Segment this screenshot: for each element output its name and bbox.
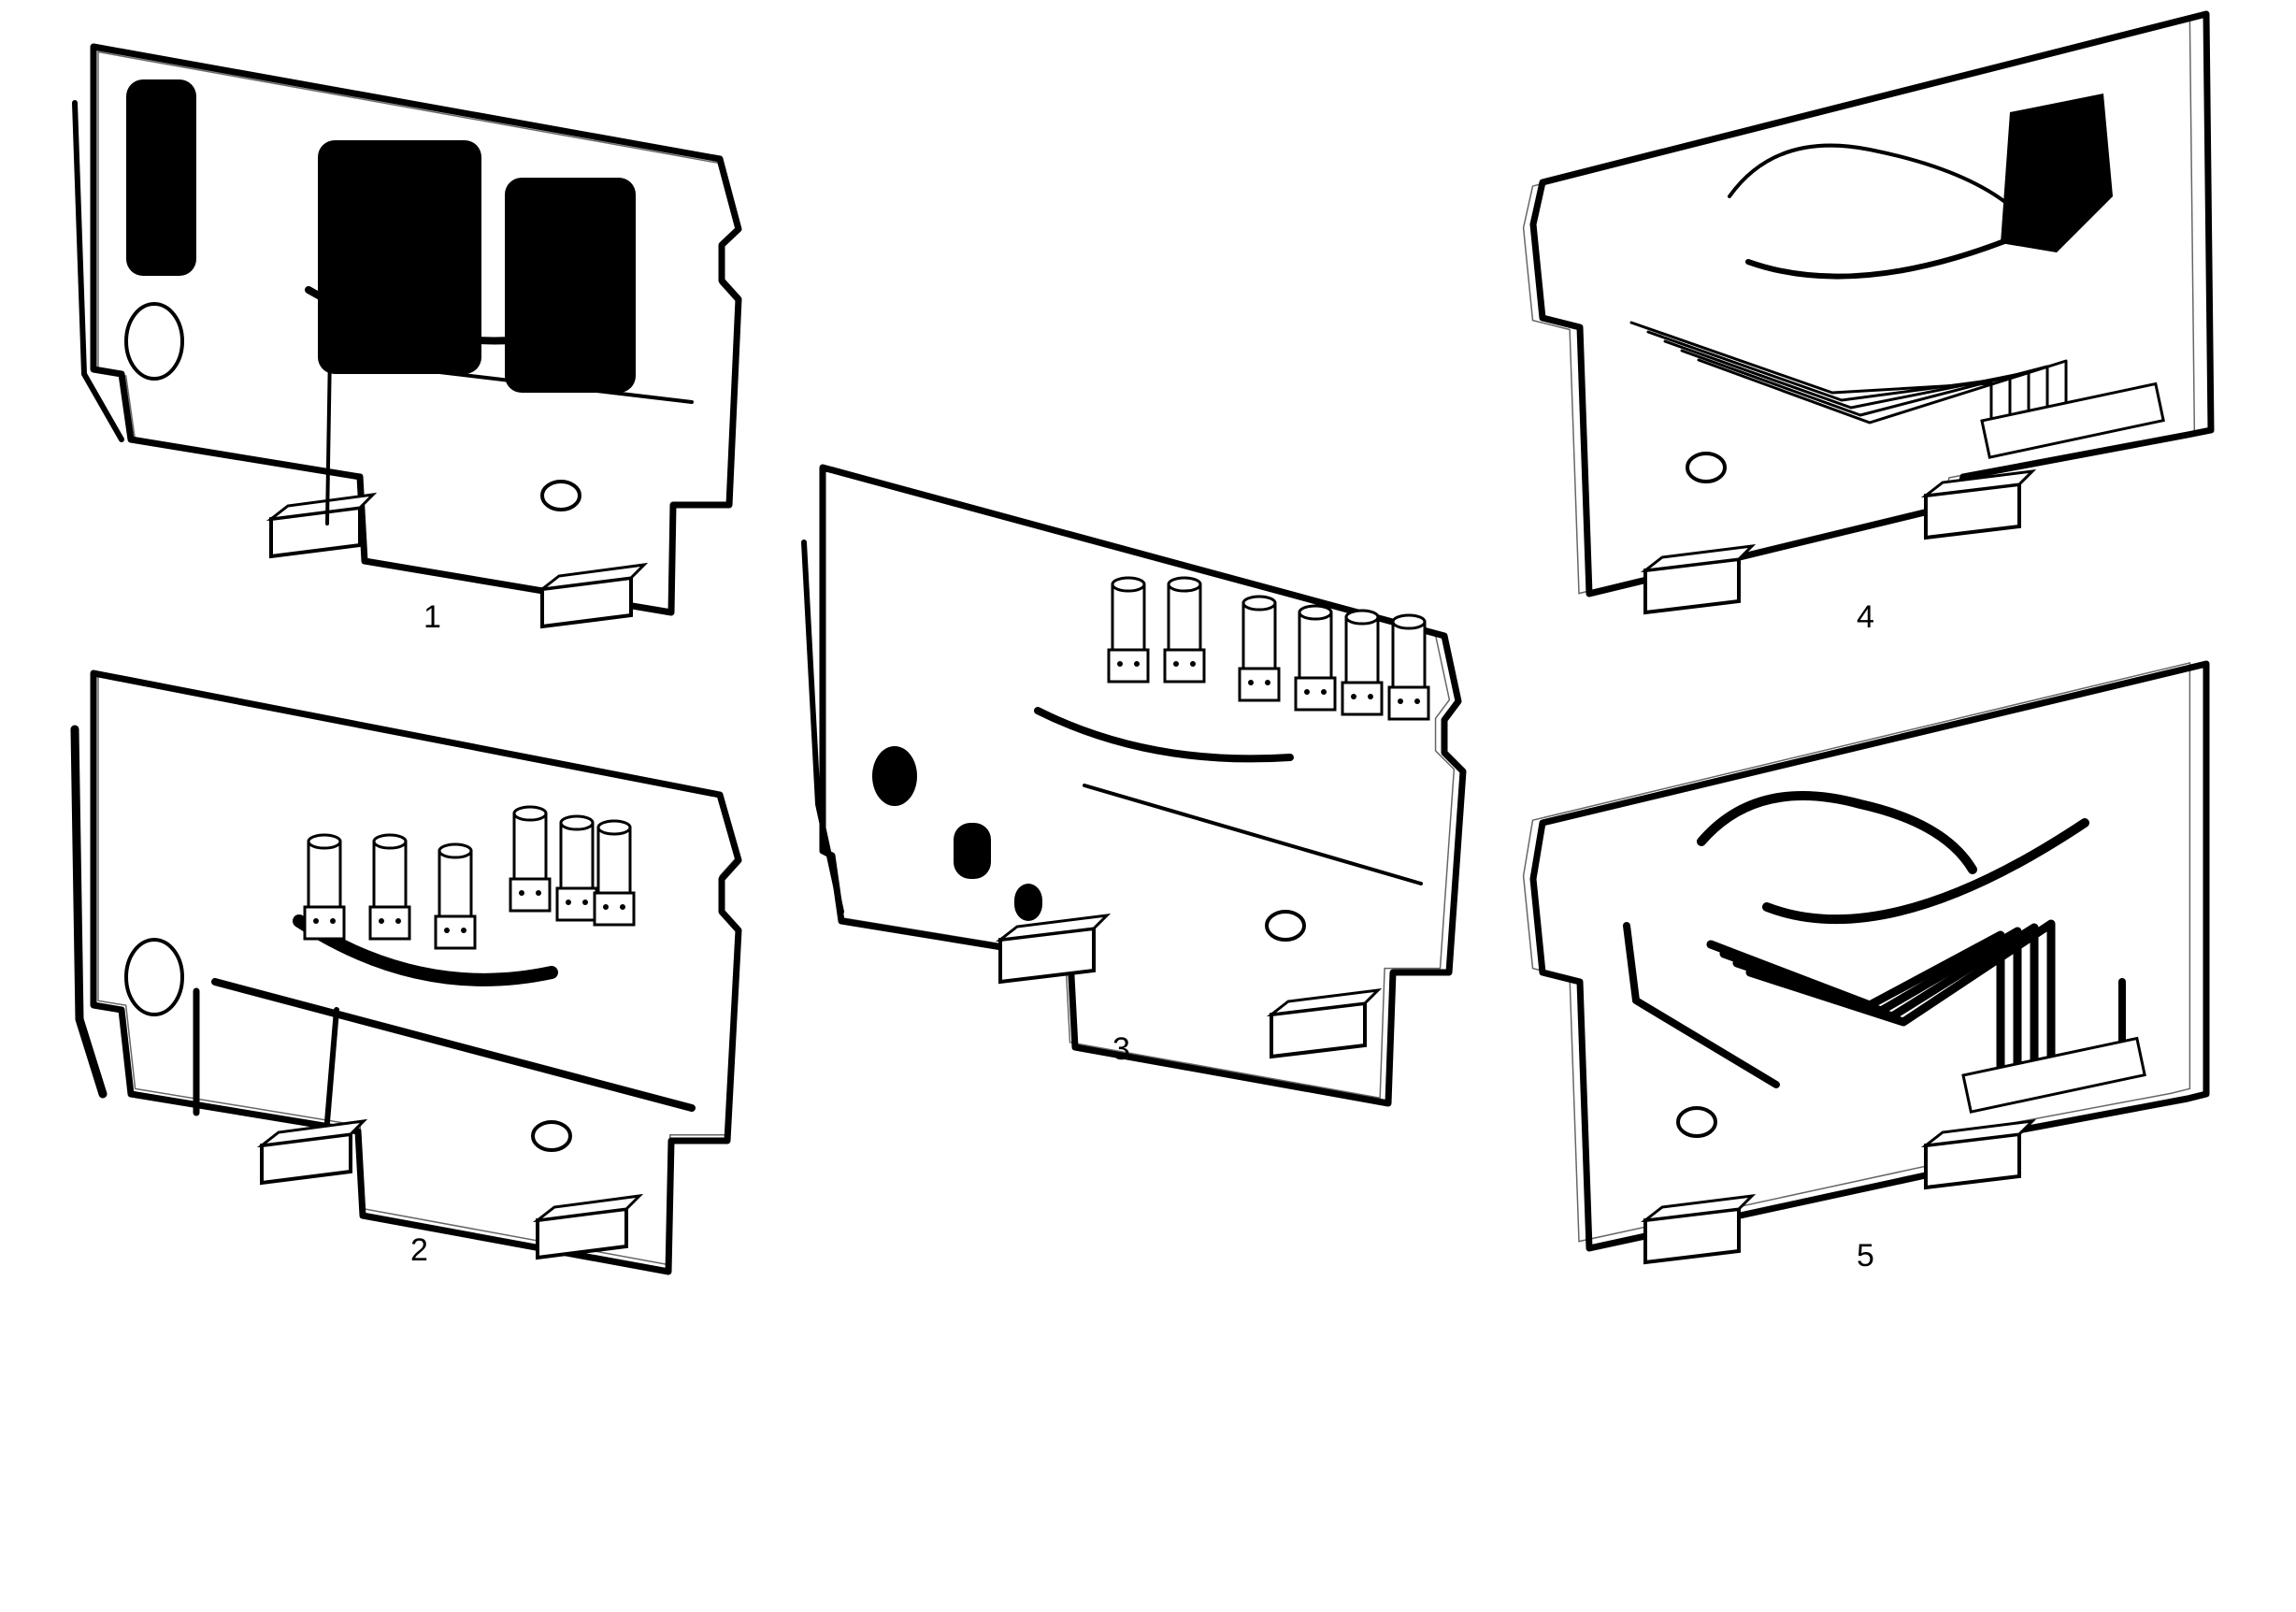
solenoid-valve	[509, 805, 552, 913]
solenoid-valve	[368, 833, 411, 941]
tube-horizontal	[1083, 784, 1423, 885]
mounting-foot	[532, 1193, 644, 1260]
hose-arch	[1697, 791, 1977, 874]
tube-left-vertical	[70, 725, 108, 1099]
mounting-foot	[256, 1118, 368, 1186]
tube-horizontal	[211, 978, 696, 1112]
hose-left	[1623, 922, 1780, 1088]
valve-block-left	[126, 79, 196, 276]
solenoid-valve	[1163, 576, 1206, 684]
panel-5-illustration	[1522, 660, 2210, 1265]
mounting-foot	[265, 492, 378, 559]
hose-curve	[1745, 203, 2088, 280]
panel-4-board	[1529, 10, 2215, 597]
panel-3-board	[819, 464, 1467, 1107]
panel-label-4: 4	[1857, 599, 1874, 635]
accumulator	[124, 302, 184, 381]
panel-label-2: 2	[410, 1232, 428, 1268]
connector-strip	[1980, 381, 2165, 459]
panel-2-illustration	[70, 669, 742, 1275]
pipe-run-3	[1663, 339, 2031, 441]
solenoid-valve	[1238, 595, 1281, 702]
fitting-block-2	[1014, 884, 1042, 921]
mounting-foot	[1640, 1193, 1757, 1265]
tube-left-vertical	[801, 540, 844, 914]
board-inner-rim	[97, 670, 738, 1266]
tube-harness	[1034, 707, 1294, 763]
pipe-run-1	[1629, 321, 1993, 441]
solenoid-valve	[593, 819, 636, 927]
mounting-foot	[537, 562, 649, 629]
pipe-arch	[1728, 143, 2012, 208]
accumulator-highlighted	[872, 746, 917, 806]
solenoid-valve	[434, 842, 477, 950]
hose-run-4	[1745, 919, 2056, 1089]
tube-vertical	[325, 232, 334, 525]
hose-curve	[1762, 818, 2089, 925]
mounting-foot	[1640, 543, 1757, 615]
mounting-foot	[995, 913, 1112, 985]
pipe-run-4	[1680, 349, 2049, 441]
tube-vertical	[324, 1007, 339, 1125]
panel-3-illustration	[801, 464, 1467, 1107]
tube-harness	[305, 286, 555, 345]
pipe-run-5	[1697, 358, 2068, 441]
solenoid-valve	[1294, 604, 1337, 712]
solenoid-valve	[1387, 613, 1430, 721]
connector-strip	[1961, 1036, 2146, 1114]
panel-label-1: 1	[423, 599, 441, 635]
valve-block-right	[505, 178, 636, 393]
mounting-hole	[531, 1120, 572, 1152]
pipe-run-2	[1646, 330, 2012, 441]
board-inner-rim	[97, 50, 738, 613]
panel-label-5: 5	[1857, 1238, 1874, 1274]
tube-left-vertical	[72, 100, 124, 442]
valve-block-rear	[2001, 94, 2113, 252]
mounting-foot	[1920, 468, 2037, 540]
mounting-foot	[1266, 987, 1383, 1059]
mounting-hole	[1686, 452, 1727, 483]
panel-1-illustration	[72, 43, 742, 629]
tube-horizontal	[335, 358, 694, 404]
mounting-foot	[1920, 1118, 2037, 1190]
panel-4-illustration	[1522, 10, 2215, 615]
solenoid-valve	[555, 814, 598, 922]
solenoid-valve	[303, 833, 346, 941]
panel-label-3: 3	[1112, 1031, 1130, 1067]
solenoid-valve	[1107, 576, 1150, 684]
mounting-hole	[540, 480, 581, 511]
mounting-hole	[1676, 1106, 1717, 1138]
accumulator	[124, 938, 184, 1016]
fitting-block	[954, 823, 991, 879]
mounting-hole	[1265, 910, 1306, 942]
solenoid-valve	[1341, 609, 1384, 716]
